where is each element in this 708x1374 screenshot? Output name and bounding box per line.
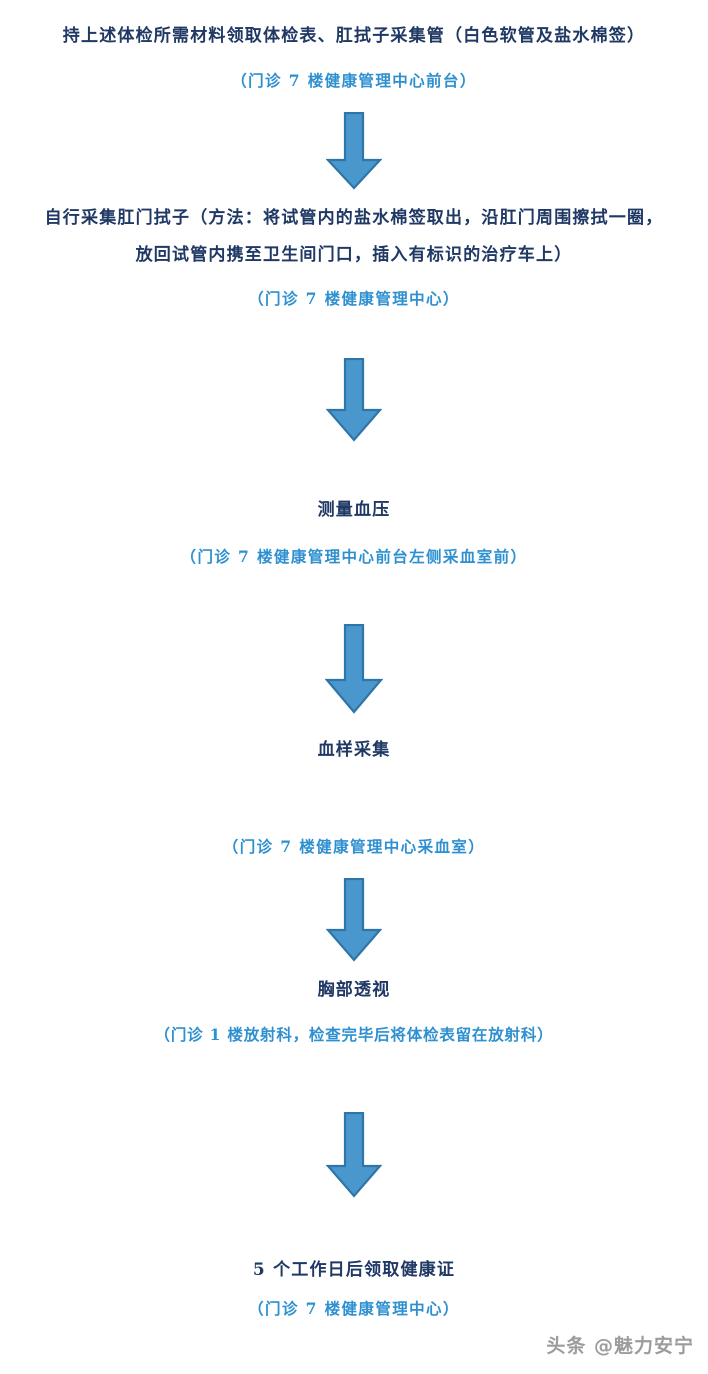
- step-6-location: （门诊 7 楼健康管理中心）: [248, 1299, 460, 1318]
- down-arrow-icon: [326, 878, 382, 962]
- connector-arrow-2: [0, 358, 708, 442]
- connector-arrow-1: [0, 112, 708, 190]
- connector-arrow-3: [0, 624, 708, 714]
- flow-step-2: 自行采集肛门拭子（方法：将试管内的盐水棉签取出，沿肛门周围擦拭一圈， 放回试管内…: [0, 200, 708, 316]
- flow-step-5: 胸部透视 （门诊 1 楼放射科，检查完毕后将体检表留在放射科）: [0, 972, 708, 1052]
- step-1-title: 持上述体检所需材料领取体检表、肛拭子采集管（白色软管及盐水棉签）: [62, 26, 646, 46]
- step-2-title-line-1: 自行采集肛门拭子（方法：将试管内的盐水棉签取出，沿肛门周围擦拭一圈，: [44, 208, 664, 228]
- step-1-location: （门诊 7 楼健康管理中心前台）: [231, 71, 477, 90]
- step-3-title: 测量血压: [317, 500, 391, 520]
- flow-step-4: 血样采集 （门诊 7 楼健康管理中心采血室）: [0, 732, 708, 864]
- flow-step-6: 5 个工作日后领取健康证 （门诊 7 楼健康管理中心）: [0, 1252, 708, 1326]
- step-4-title: 血样采集: [317, 740, 391, 760]
- step-3-location: （门诊 7 楼健康管理中心前台左侧采血室前）: [180, 547, 528, 566]
- step-5-location: （门诊 1 楼放射科，检查完毕后将体检表留在放射科）: [154, 1025, 554, 1044]
- flow-step-3: 测量血压 （门诊 7 楼健康管理中心前台左侧采血室前）: [0, 492, 708, 574]
- step-2-location: （门诊 7 楼健康管理中心）: [248, 289, 460, 308]
- step-4-location: （门诊 7 楼健康管理中心采血室）: [222, 837, 486, 856]
- down-arrow-icon: [326, 358, 382, 442]
- down-arrow-icon: [326, 112, 382, 190]
- step-2-title-line-2: 放回试管内携至卫生间门口，插入有标识的治疗车上）: [135, 245, 573, 265]
- step-5-title: 胸部透视: [317, 980, 391, 1000]
- flow-step-1: 持上述体检所需材料领取体检表、肛拭子采集管（白色软管及盐水棉签） （门诊 7 楼…: [0, 18, 708, 98]
- down-arrow-icon: [325, 624, 383, 714]
- watermark: 头条 @魅力安宁: [546, 1335, 694, 1357]
- step-2-title: 自行采集肛门拭子（方法：将试管内的盐水棉签取出，沿肛门周围擦拭一圈， 放回试管内…: [14, 200, 694, 274]
- connector-arrow-5: [0, 1112, 708, 1198]
- down-arrow-icon: [326, 1112, 382, 1198]
- step-6-title: 5 个工作日后领取健康证: [252, 1260, 456, 1280]
- connector-arrow-4: [0, 878, 708, 962]
